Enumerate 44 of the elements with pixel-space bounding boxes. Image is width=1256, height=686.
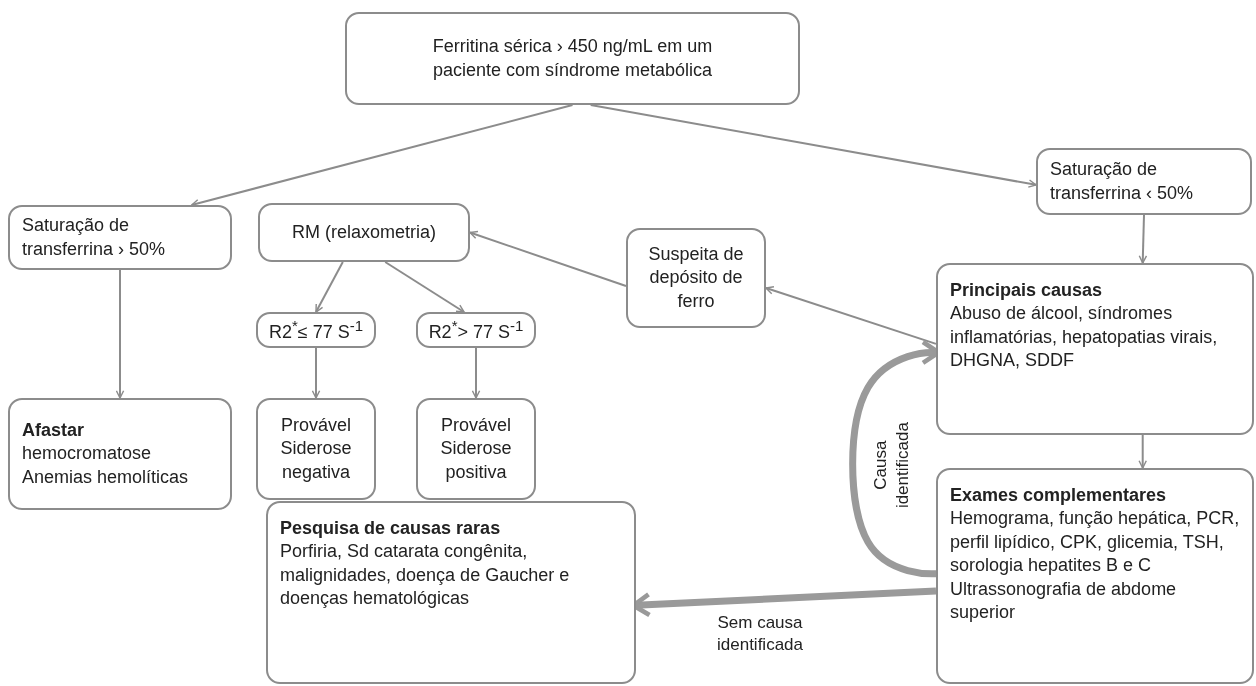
arrow xyxy=(1138,214,1148,264)
arrow xyxy=(315,261,344,313)
box-text: Abuso de álcool, síndromes inflamatórias, hepatopatias virais, DHGNA, SDDF xyxy=(950,302,1219,373)
arrow xyxy=(311,347,321,399)
box-text: Suspeita de depósito de ferro xyxy=(647,242,745,313)
arrow xyxy=(469,230,627,287)
process-box xyxy=(266,501,636,684)
box-heading: Pesquisa de causas raras xyxy=(280,517,501,540)
box-text: Porfiria, Sd catarata congênita, malignidades, doença de Gaucher e doenças hematológicas xyxy=(280,540,571,611)
box-heading: Principais causas xyxy=(950,279,1103,302)
box-heading: Exames complementares xyxy=(950,484,1167,507)
process-box xyxy=(416,312,536,348)
process-box xyxy=(416,398,536,500)
arrow xyxy=(115,269,125,399)
box-text: Ferritina sérica › 450 ng/mL em um paciente com síndrome metabólica xyxy=(431,35,714,82)
arrow xyxy=(1138,434,1147,469)
box-text: Saturação de transferrina ‹ 50% xyxy=(1050,158,1195,205)
process-box xyxy=(258,203,470,262)
arrow xyxy=(471,347,481,399)
box-text: hemocromatose xyxy=(22,442,152,466)
arrow xyxy=(765,286,937,345)
box-text: Hemograma, função hepática, PCR, perfil lipídico, CPK, glicemia, TSH, sorologia hepatites B e C xyxy=(950,507,1240,578)
box-text: R2$^{*}$> 77 S$^{-1}$ xyxy=(428,315,524,344)
box-text: Provável Siderose negativa xyxy=(279,413,353,484)
box-text: Saturação de transferrina › 50% xyxy=(22,214,167,261)
arrow xyxy=(589,104,1037,188)
process-box xyxy=(1036,148,1252,215)
edge-label: Causa identificada xyxy=(869,421,913,511)
process-box xyxy=(626,228,766,328)
process-box xyxy=(8,205,232,270)
box-text: Anemias hemolíticas xyxy=(22,465,189,489)
box-text: R2$^{*}$≤ 77 S$^{-1}$ xyxy=(268,315,364,344)
process-box xyxy=(936,468,1254,684)
box-text: Provável Siderose positiva xyxy=(439,413,513,484)
process-box xyxy=(8,398,232,510)
process-box xyxy=(345,12,800,105)
process-box xyxy=(936,263,1254,435)
arrow xyxy=(190,104,574,208)
process-box xyxy=(256,398,376,500)
process-box xyxy=(256,312,376,348)
box-heading: Afastar xyxy=(22,418,85,442)
box-text: Ultrassonografia de abdome superior xyxy=(950,577,1178,624)
arrow xyxy=(384,261,465,313)
box-text: RM (relaxometria) xyxy=(292,220,436,244)
